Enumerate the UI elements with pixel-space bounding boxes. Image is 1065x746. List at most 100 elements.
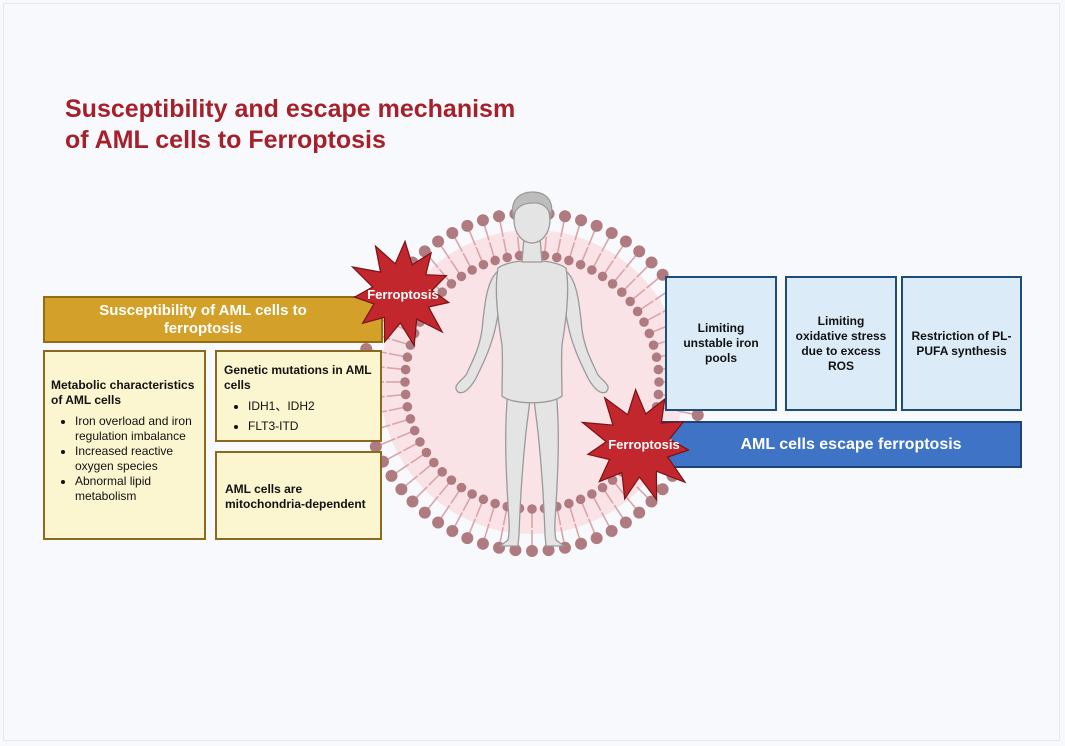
ferroptosis-label-bottom: Ferroptosis xyxy=(608,437,680,452)
lipid-head xyxy=(644,328,655,339)
lipid-head xyxy=(402,401,413,412)
lipid-tail xyxy=(613,244,625,260)
lipid-head xyxy=(461,219,474,232)
lipid-head xyxy=(446,475,457,485)
lipid-tail xyxy=(560,220,565,237)
lipid-head xyxy=(575,214,588,227)
lipid-tail xyxy=(386,366,403,371)
genetic-item: IDH1、IDH2 xyxy=(248,399,374,414)
figure-title: Susceptibility and escape mechanism of A… xyxy=(65,94,585,156)
lipid-head xyxy=(617,287,627,297)
lipid-tail xyxy=(453,512,463,528)
metabolic-characteristics-box: Metabolic characteristics of AML cells I… xyxy=(43,350,206,540)
lipid-head xyxy=(415,437,425,447)
lipid-tail xyxy=(392,418,408,426)
lipid-head xyxy=(446,226,459,239)
ferroptosis-burst-icon xyxy=(580,387,691,502)
lipid-head xyxy=(564,255,574,266)
lipid-head xyxy=(633,245,646,258)
lipid-tail xyxy=(677,410,694,415)
lipid-head xyxy=(490,498,500,509)
lipid-head xyxy=(406,495,419,508)
lipid-head xyxy=(691,408,704,421)
lipid-head xyxy=(526,545,538,557)
lipid-tail xyxy=(556,509,562,526)
lipid-tail xyxy=(450,260,461,275)
lipid-tail xyxy=(581,501,589,518)
lipid-head xyxy=(405,414,416,424)
lipid-tail xyxy=(388,406,405,412)
lipid-head xyxy=(461,532,474,545)
lipid-tail xyxy=(625,495,638,511)
lipid-head xyxy=(619,516,632,529)
lipid-tail xyxy=(403,475,419,488)
lipid-tail xyxy=(462,496,472,512)
lipid-head xyxy=(400,389,411,400)
lipid-head xyxy=(632,306,643,317)
lipid-tail xyxy=(543,236,548,253)
lipid-head xyxy=(418,506,431,519)
lipid-tail xyxy=(394,463,410,475)
lipid-tail xyxy=(613,504,625,520)
lipid-tail xyxy=(438,481,451,496)
lipid-head xyxy=(527,504,537,514)
lipid-tail xyxy=(603,260,614,275)
lipid-head xyxy=(597,271,608,282)
ferroptosis-label-top: Ferroptosis xyxy=(367,287,439,302)
title-line-2: of AML cells to Ferroptosis xyxy=(65,126,386,154)
lipid-head xyxy=(551,252,562,263)
lipid-head xyxy=(421,447,432,458)
lipid-head xyxy=(437,467,447,477)
lipid-tail xyxy=(631,288,646,301)
lipid-head xyxy=(607,279,618,289)
lipid-head xyxy=(502,252,513,263)
lipid-head xyxy=(575,537,588,550)
lipid-tail xyxy=(475,501,483,518)
lipid-head xyxy=(654,377,664,387)
lipid-tail xyxy=(488,506,496,522)
lipid-head xyxy=(400,377,410,387)
lipid-head xyxy=(395,483,408,496)
genetic-list: IDH1、IDH2 FLT3-ITD xyxy=(224,399,374,434)
lipid-head xyxy=(467,489,477,499)
lipid-tail xyxy=(587,518,596,535)
lipid-head xyxy=(476,214,489,227)
lipid-tail xyxy=(499,527,504,544)
lipid-tail xyxy=(646,312,662,322)
lipid-tail xyxy=(488,242,496,258)
lipid-tail xyxy=(439,244,451,260)
lipid-head xyxy=(645,256,658,269)
lipid-tail xyxy=(410,453,425,464)
lipid-head xyxy=(429,457,439,468)
lipid-tail xyxy=(426,495,439,511)
lipid-tail xyxy=(483,223,490,241)
lipid-head xyxy=(619,235,632,248)
human-figure-icon xyxy=(455,191,609,547)
mitochondria-box: AML cells are mitochondria-dependent xyxy=(215,451,382,540)
lipid-head xyxy=(656,483,669,496)
lipid-tail xyxy=(574,523,581,541)
lipid-head xyxy=(432,516,445,529)
lipid-tail xyxy=(450,489,461,504)
metabolic-item: Abnormal lipid metabolism xyxy=(75,474,196,504)
lipid-tail xyxy=(386,451,402,461)
lipid-tail xyxy=(581,246,589,263)
escape-banner: AML cells escape ferroptosis xyxy=(660,421,1022,468)
lipid-tail xyxy=(568,506,576,522)
lipid-head xyxy=(369,440,382,453)
lipid-head xyxy=(653,364,664,375)
susceptibility-header: Susceptibility of AML cells to ferroptos… xyxy=(43,296,383,343)
mitochondria-text: AML cells are mitochondria-dependent xyxy=(225,482,366,511)
lipid-head xyxy=(645,495,658,508)
lipid-head xyxy=(385,469,398,482)
metabolic-item: Increased reactive oxygen species xyxy=(75,444,196,474)
lipid-tail xyxy=(502,238,508,255)
lipid-tail xyxy=(592,252,602,268)
lipid-tail xyxy=(574,223,581,241)
lipid-tail xyxy=(379,437,396,446)
metabolic-heading: Metabolic characteristics of AML cells xyxy=(51,378,195,407)
lipid-head xyxy=(639,317,649,327)
lipid-head xyxy=(409,425,420,436)
lipid-tail xyxy=(453,236,463,252)
